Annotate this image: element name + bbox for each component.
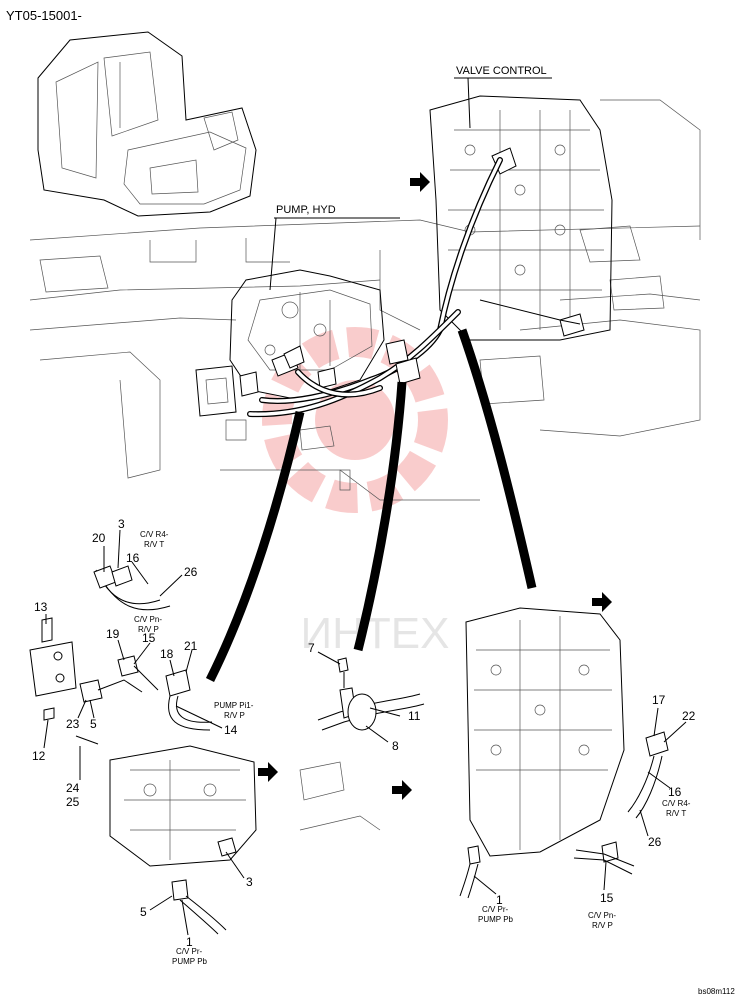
callout-8: 8 xyxy=(392,739,399,753)
pump-hyd-label: PUMP, HYD xyxy=(276,204,336,216)
label-cv-pn-rvp-right: C/V Pn- xyxy=(588,911,616,920)
label-cv-r4-rvt-right: C/V R4- xyxy=(662,799,691,808)
callout-22: 22 xyxy=(682,709,696,723)
callout-17: 17 xyxy=(652,693,666,707)
direction-arrow-icon xyxy=(410,172,430,192)
leader-clamp-detail xyxy=(353,381,407,652)
callout-16: 16 xyxy=(126,551,140,565)
callout-25: 25 xyxy=(66,795,80,809)
callout-13: 13 xyxy=(34,600,48,614)
callout-19: 19 xyxy=(106,627,120,641)
callout-1: 1 xyxy=(186,935,193,949)
excavator-cab-illustration xyxy=(37,31,257,217)
callout-14: 14 xyxy=(224,723,238,737)
valve-control-label: VALVE CONTROL xyxy=(456,65,547,77)
drawing-id: YT05-15001- xyxy=(6,8,82,23)
pump-detail-illustration xyxy=(29,565,257,935)
callout-7: 7 xyxy=(308,641,315,655)
leader-pump-detail xyxy=(205,411,305,683)
callout-numbers: 20 3 16 26 13 19 15 18 21 23 5 12 14 24 … xyxy=(32,517,696,949)
callout-20: 20 xyxy=(92,531,106,545)
callout-26-right: 26 xyxy=(648,835,662,849)
pump-hyd-illustration xyxy=(195,269,385,417)
machine-frame-illustration xyxy=(29,99,701,501)
watermark-gear-icon xyxy=(262,327,448,513)
connection-labels: C/V R4- R/V T C/V Pn- R/V P PUMP Pi1- R/… xyxy=(134,530,691,966)
label-cv-pr-pump-pb-2: PUMP Pb xyxy=(172,957,208,966)
direction-arrow-icon xyxy=(592,592,612,612)
callout-3: 3 xyxy=(118,517,125,531)
callout-5-lower: 5 xyxy=(140,905,147,919)
label-cv-r4-rvt-2: R/V T xyxy=(144,540,164,549)
callout-18: 18 xyxy=(160,647,174,661)
callout-1-right: 1 xyxy=(496,893,503,907)
clamp-detail-illustration xyxy=(299,657,425,831)
label-cv-r4-rvt: C/V R4- xyxy=(140,530,169,539)
watermark-text: ИНТЕХ xyxy=(301,609,450,658)
label-pump-pi1-rvp-2: R/V P xyxy=(224,711,245,720)
callout-24: 24 xyxy=(66,781,80,795)
footer-code: bs08m112 xyxy=(698,987,735,996)
callout-21: 21 xyxy=(184,639,198,653)
label-cv-pn-rvp: C/V Pn- xyxy=(134,615,162,624)
callout-16-right: 16 xyxy=(668,785,682,799)
label-cv-r4-rvt-right-2: R/V T xyxy=(666,809,686,818)
callout-leader-lines xyxy=(43,529,687,936)
label-cv-pr-pump-pb-right: C/V Pr- xyxy=(482,905,509,914)
callout-26: 26 xyxy=(184,565,198,579)
leader-valve-detail xyxy=(457,328,537,589)
callout-12: 12 xyxy=(32,749,46,763)
watermark: ИНТЕХ xyxy=(262,327,450,658)
label-cv-pr-pump-pb: C/V Pr- xyxy=(176,947,203,956)
callout-23: 23 xyxy=(66,717,80,731)
label-cv-pr-pump-pb-right-2: PUMP Pb xyxy=(478,915,514,924)
label-pump-pi1-rvp: PUMP Pi1- xyxy=(214,701,254,710)
label-cv-pn-rvp-2: R/V P xyxy=(138,625,159,634)
direction-arrow-icons xyxy=(258,172,612,800)
callout-5: 5 xyxy=(90,717,97,731)
callout-15-right: 15 xyxy=(600,891,614,905)
callout-15: 15 xyxy=(142,631,156,645)
callout-3-lower: 3 xyxy=(246,875,253,889)
valve-control-illustration xyxy=(429,95,613,341)
main-hose-assembly xyxy=(247,157,503,418)
label-cv-pn-rvp-right-2: R/V P xyxy=(592,921,613,930)
valve-detail-illustration xyxy=(459,607,669,899)
callout-11: 11 xyxy=(408,709,421,723)
direction-arrow-icon xyxy=(392,780,412,800)
direction-arrow-icon xyxy=(258,762,278,782)
